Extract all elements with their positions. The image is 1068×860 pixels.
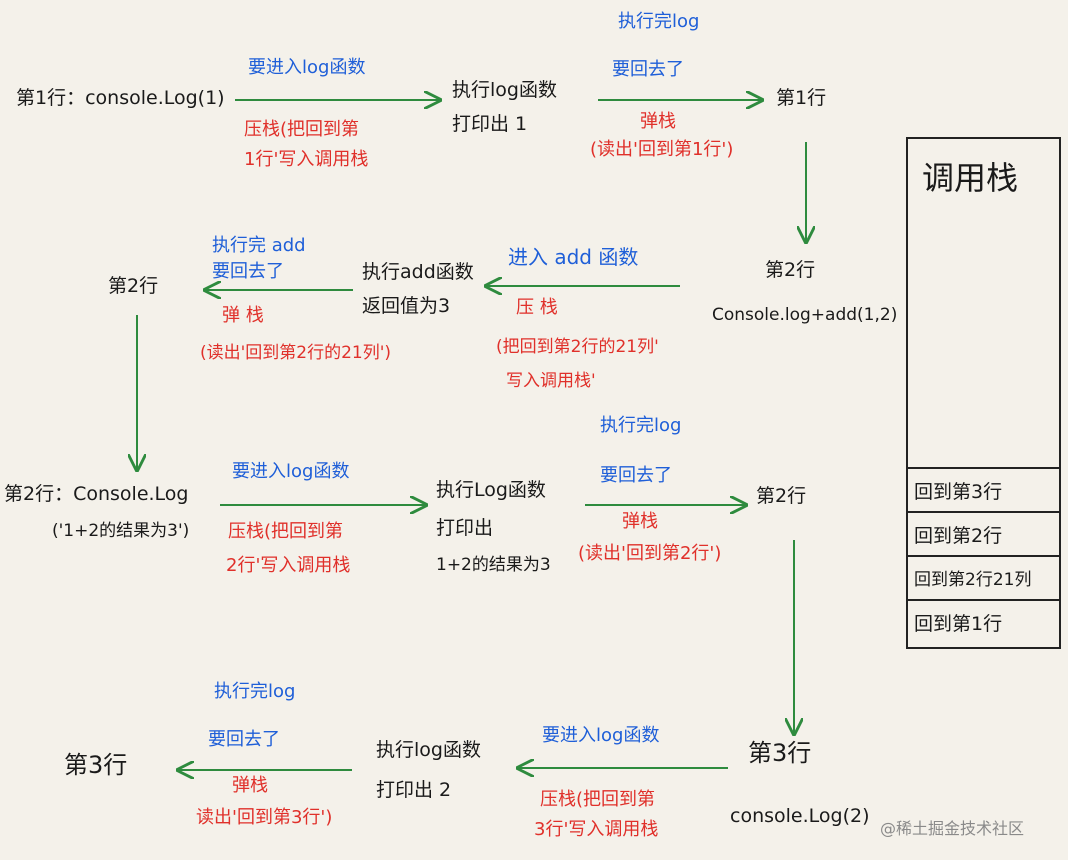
row3-start-2: ('1+2的结果为3'): [52, 521, 190, 541]
row4-push-2: 3行'写入调用栈: [534, 819, 659, 840]
row1-pop-2: (读出'回到第1行'): [590, 139, 734, 160]
row2-push-2: (把回到第2行的21列': [496, 337, 659, 357]
row4-back: 要回去了: [208, 729, 280, 750]
row4-done: 执行完log: [214, 681, 296, 702]
row3-done: 执行完log: [600, 415, 682, 436]
watermark: @稀土掘金技术社区: [880, 819, 1025, 838]
call-stack-title: 调用栈: [922, 159, 1019, 197]
row3-exec-2: 打印出: [436, 517, 494, 539]
row4-enter: 要进入log函数: [542, 725, 660, 746]
row3-start-1: 第2行：Console.Log: [4, 483, 189, 505]
row1-done: 执行完log: [618, 11, 700, 32]
row2-exec-2: 返回值为3: [362, 295, 451, 317]
row1-start: 第1行：console.Log(1): [16, 87, 225, 109]
row4-pop-2: 读出'回到第3行'): [196, 807, 333, 828]
row2-exec-1: 执行add函数: [362, 261, 474, 283]
row1-push-2: 1行'写入调用栈: [244, 149, 369, 170]
row4-start-2: console.Log(2): [730, 805, 870, 827]
row3-enter: 要进入log函数: [232, 461, 350, 482]
row3-pop-1: 弹栈: [622, 511, 658, 532]
row3-end: 第2行: [756, 485, 807, 507]
row2-back: 要回去了: [212, 261, 284, 282]
row1-enter: 要进入log函数: [248, 57, 366, 78]
row2-enter: 进入 add 函数: [508, 245, 639, 269]
row3-exec-1: 执行Log函数: [436, 479, 546, 501]
row2-pop-1: 弹 栈: [222, 305, 264, 326]
row2-start-2: Console.log+add(1,2): [712, 305, 898, 325]
row3-push-1: 压栈(把回到第: [228, 521, 344, 542]
row3-pop-2: (读出'回到第2行'): [578, 543, 722, 564]
stack-entry-3: 回到第2行21列: [908, 555, 1059, 599]
call-stack-box: 调用栈 回到第3行 回到第2行 回到第2行21列 回到第1行: [906, 137, 1061, 649]
stack-entry-2: 回到第2行: [908, 511, 1059, 555]
row3-push-2: 2行'写入调用栈: [226, 555, 351, 576]
row1-exec-1: 执行log函数: [452, 79, 557, 101]
row4-start-1: 第3行: [748, 739, 812, 767]
row4-end: 第3行: [64, 751, 128, 779]
row1-push-1: 压栈(把回到第: [244, 119, 360, 140]
row2-push-3: 写入调用栈': [506, 371, 596, 391]
row4-pop-1: 弹栈: [232, 775, 268, 796]
row2-pop-2: (读出'回到第2行的21列'): [200, 343, 392, 363]
row4-exec-1: 执行log函数: [376, 739, 481, 761]
row2-push-1: 压 栈: [516, 297, 558, 318]
row4-push-1: 压栈(把回到第: [540, 789, 656, 810]
row1-end: 第1行: [776, 87, 827, 109]
row3-exec-3: 1+2的结果为3: [436, 555, 551, 575]
row1-back: 要回去了: [612, 59, 684, 80]
stack-entry-4: 回到第1行: [908, 599, 1059, 643]
row2-start-1: 第2行: [765, 259, 816, 281]
stack-entry-1: 回到第3行: [908, 467, 1059, 511]
row1-exec-2: 打印出 1: [452, 113, 528, 135]
row2-end: 第2行: [108, 275, 159, 297]
row4-exec-2: 打印出 2: [376, 779, 452, 801]
row2-done: 执行完 add: [212, 235, 306, 256]
row3-back: 要回去了: [600, 465, 672, 486]
row1-pop-1: 弹栈: [640, 111, 676, 132]
